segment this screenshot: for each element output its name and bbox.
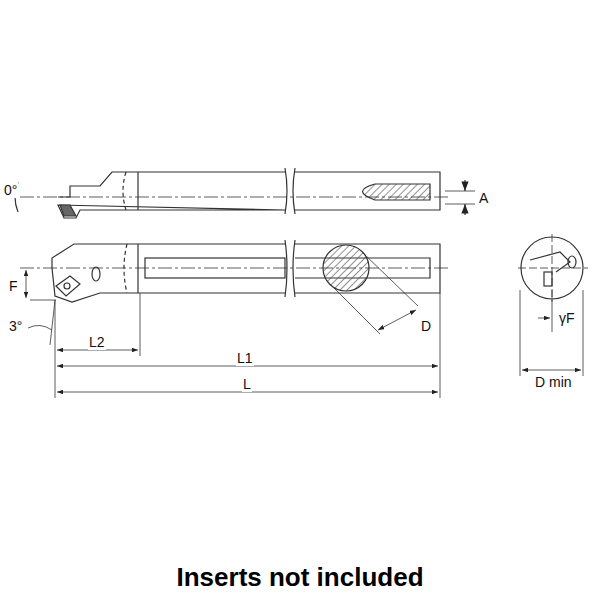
dimension-label: γF — [558, 310, 576, 326]
angle-label: 3° — [8, 318, 23, 334]
dimension-label: L — [242, 376, 252, 392]
dimension-label: L2 — [88, 334, 106, 350]
dimension-label: A — [478, 190, 489, 206]
dimension-label: D — [420, 318, 432, 334]
dimension-label: D min — [534, 374, 573, 390]
dimension-label: L1 — [236, 350, 254, 366]
caption: Inserts not included — [0, 562, 600, 593]
angle-label: 0° — [3, 182, 18, 198]
dimension-label: F — [8, 278, 19, 294]
